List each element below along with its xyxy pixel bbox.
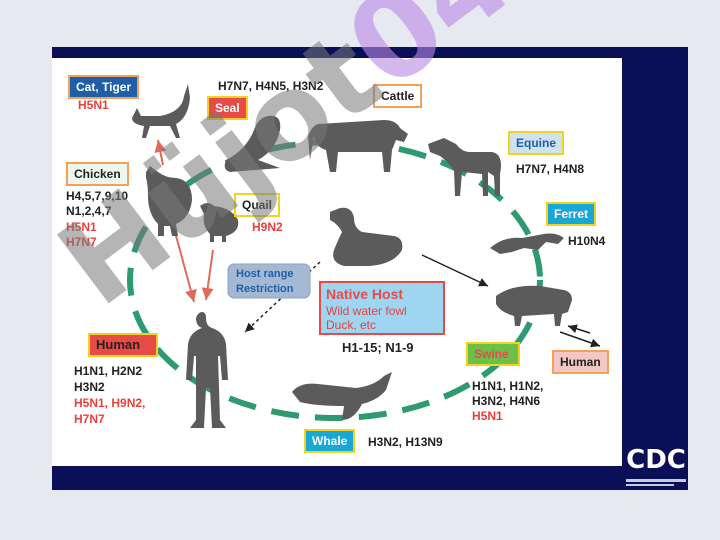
- strain-chicken-4: H7N7: [66, 235, 97, 249]
- strain-chicken-3: H5N1: [66, 220, 97, 234]
- quail-silhouette: [200, 203, 239, 242]
- label-human-right: Human: [552, 350, 609, 374]
- native-host-subtypes: H1-15; N1-9: [342, 340, 414, 355]
- cattle-silhouette: [308, 120, 408, 172]
- label-chicken: Chicken: [66, 162, 129, 186]
- pig-silhouette: [496, 285, 572, 326]
- cdc-logo-tagline: [626, 479, 686, 482]
- duck-silhouette: [330, 207, 403, 266]
- strain-swine-1: H1N1, H1N2,: [472, 379, 544, 393]
- strain-quail: H9N2: [252, 220, 283, 234]
- strain-human-4: H7N7: [74, 412, 105, 426]
- strain-equine: H7N7, H4N8: [516, 162, 585, 176]
- label-cattle: Cattle: [373, 84, 423, 108]
- horse-silhouette: [428, 138, 501, 196]
- label-whale: Whale: [304, 429, 356, 453]
- whale-silhouette: [292, 372, 392, 420]
- host-range-line-2: Restriction: [236, 283, 294, 295]
- label-cat-tiger: Cat, Tiger: [68, 75, 140, 99]
- strain-human-1: H1N1, H2N2: [74, 364, 143, 378]
- strain-chicken-2: N1,2,4,7: [66, 204, 112, 218]
- seal-silhouette: [224, 115, 281, 172]
- strain-cat-tiger: H5N1: [78, 98, 109, 112]
- label-ferret: Ferret: [546, 202, 597, 226]
- arrow-chicken-to-human: [174, 231, 197, 303]
- strain-chicken-1: H4,5,7,9,10: [66, 189, 129, 203]
- label-quail: Quail: [234, 193, 281, 217]
- arrow-duck-to-swine: [421, 254, 489, 287]
- chicken-silhouette: [146, 166, 192, 236]
- label-equine: Equine: [508, 131, 565, 155]
- label-seal: Seal: [207, 96, 248, 120]
- strain-human-3: H5N1, H9N2,: [74, 396, 146, 410]
- label-swine: Swine: [466, 342, 520, 366]
- native-host-box: [319, 281, 445, 335]
- arrow-quail-to-human: [201, 249, 214, 301]
- cdc-logo-tagline-2: [626, 484, 674, 486]
- cat-silhouette: [132, 84, 190, 138]
- cdc-logo-text: CDC: [626, 445, 686, 475]
- strain-swine-3: H5N1: [472, 409, 503, 423]
- host-range-line-1: Host range: [236, 268, 294, 280]
- cdc-logo: CDC: [624, 443, 688, 489]
- strain-swine-2: H3N2, H4N6: [472, 394, 541, 408]
- arrow-chicken-to-cat: [154, 139, 167, 166]
- native-host-line-1: Wild water fowl: [326, 304, 407, 318]
- host-range-box: [227, 263, 311, 299]
- arrow-human-to-swine: [567, 324, 591, 334]
- strain-whale: H3N2, H13N9: [368, 435, 443, 449]
- ferret-silhouette: [490, 233, 564, 254]
- native-host-line-2: Duck, etc: [326, 318, 377, 332]
- human-silhouette: [186, 312, 228, 428]
- strain-seal: H7N7, H4N5, H3N2: [218, 79, 324, 93]
- arrow-duck-to-human: [244, 261, 321, 333]
- arrow-swine-to-human: [559, 331, 601, 348]
- strain-human-2: H3N2: [74, 380, 105, 394]
- label-human-left: Human: [88, 333, 158, 357]
- native-host-title: Native Host: [326, 286, 404, 302]
- strain-ferret: H10N4: [568, 234, 606, 248]
